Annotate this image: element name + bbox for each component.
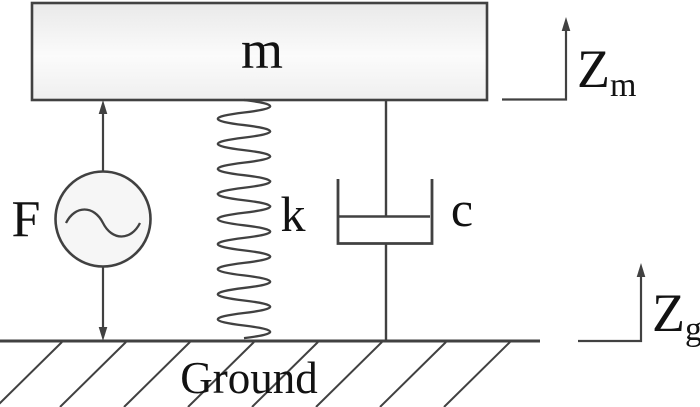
force-label: F [12, 191, 41, 248]
mass-label: m [241, 20, 283, 80]
mass-axis-arrowhead [561, 17, 571, 31]
ground-label: Ground [180, 353, 317, 403]
ground-axis-arrow [578, 275, 643, 343]
linework [0, 1, 646, 407]
spring-label: k [281, 186, 306, 242]
mass-axis-label-sub: m [610, 67, 636, 104]
ground-axis-label: Zg [652, 283, 700, 348]
ground-axis-arrowhead [636, 263, 646, 277]
labels: m F k c Ground Zm Zg [12, 20, 700, 403]
force-source-circle [54, 170, 152, 268]
mass-block [30, 1, 489, 102]
mass-axis-arrow [502, 24, 568, 101]
damper-label: c [451, 181, 473, 237]
ground-axis-label-base: Z [652, 283, 685, 343]
force-arrow-up [98, 100, 108, 114]
sine-wave-icon [64, 208, 142, 238]
ground-hatching [0, 341, 511, 407]
ground-axis-label-sub: g [685, 311, 700, 348]
force-arrow-down [98, 327, 108, 341]
damper-cylinder [336, 179, 434, 245]
spring-coil [216, 98, 272, 340]
mass-axis-label-base: Z [577, 39, 610, 99]
arrowheads [98, 17, 646, 341]
mass-axis-label: Zm [577, 39, 636, 104]
